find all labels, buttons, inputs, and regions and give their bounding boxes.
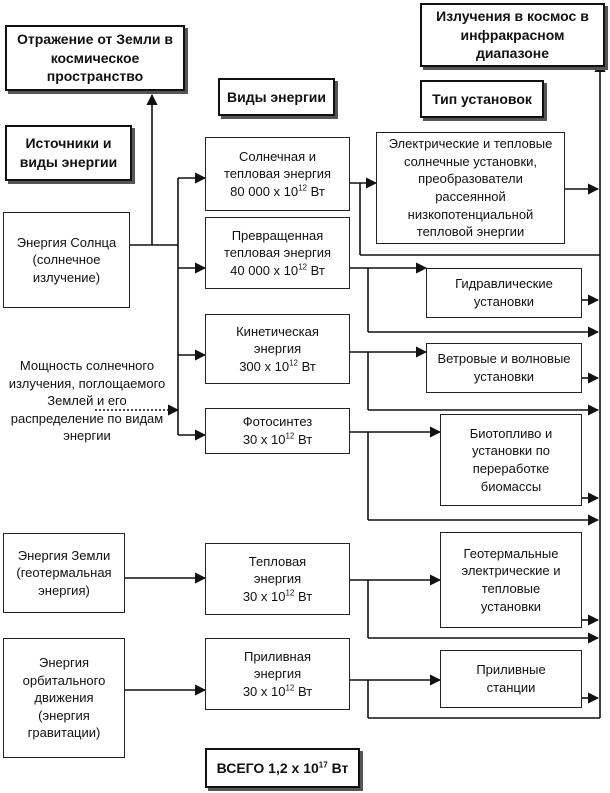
energy-photosynthesis: Фотосинтез 30 x 1012 Вт [205,408,350,454]
energy-kinetic: Кинетическая энергия 300 x 1012 Вт [205,314,350,384]
install-geothermal: Геотермальные электрические и тепловые у… [440,532,582,628]
install-biofuel: Биотопливо и установки по переработке би… [440,414,582,506]
install-wind-text: Ветровые и волновые установки [437,351,571,384]
energy-kinds-header-text: Виды энергии [226,88,327,105]
energy-kinds-header: Виды энергии [218,78,335,116]
reflection-header-text: Отражение от Земли в космическое простра… [16,30,174,85]
orbital-energy-box: Энергия орбитального движения (энергия г… [3,638,125,758]
infrared-header: Излучения в космос в инфракрасном диапаз… [420,3,605,67]
install-tidal-stations: Приливные станции [440,650,582,708]
install-biofuel-text: Биотопливо и установки по переработке би… [469,425,553,494]
sun-energy-text: Энергия Солнца (солнечное излучение) [16,234,117,285]
absorbed-power-note: Мощность солнечного излучения, поглощаем… [8,358,166,444]
install-hydro: Гидравлические установки [426,268,582,318]
total-box: ВСЕГО 1,2 x 1017 Вт [205,748,360,788]
install-tidal-text: Приливные станции [476,662,546,695]
install-solar: Электрические и тепловые солнечные устан… [376,132,565,244]
infrared-header-text: Излучения в космос в инфракрасном диапаз… [436,7,589,62]
sources-kinds-header-text: Источники и виды энергии [19,135,118,170]
energy-thermal: Тепловая энергия 30 x 1012 Вт [205,543,350,615]
reflection-header: Отражение от Земли в космическое простра… [5,25,185,91]
install-wind: Ветровые и волновые установки [426,343,582,393]
earth-energy-box: Энергия Земли (геотермальная энергия) [3,533,125,613]
install-solar-text: Электрические и тепловые солнечные устан… [388,136,553,240]
energy-converted-thermal: Превращенная тепловая энергия 40 000 x 1… [205,217,350,289]
installation-type-header: Тип установок [420,80,544,118]
earth-energy-text: Энергия Земли (геотермальная энергия) [16,547,112,598]
installation-type-header-text: Тип установок [432,90,532,107]
install-geothermal-text: Геотермальные электрические и тепловые у… [461,545,561,614]
total-text: ВСЕГО 1,2 x 10 [216,759,319,776]
install-hydro-text: Гидравлические установки [455,276,553,309]
energy-solar-thermal: Солнечная и тепловая энергия 80 000 x 10… [205,137,350,211]
sources-kinds-header: Источники и виды энергии [5,125,132,181]
energy-tidal: Приливная энергия 30 x 1012 Вт [205,638,350,710]
sun-energy-box: Энергия Солнца (солнечное излучение) [3,212,130,308]
orbital-energy-text: Энергия орбитального движения (энергия г… [22,655,106,741]
